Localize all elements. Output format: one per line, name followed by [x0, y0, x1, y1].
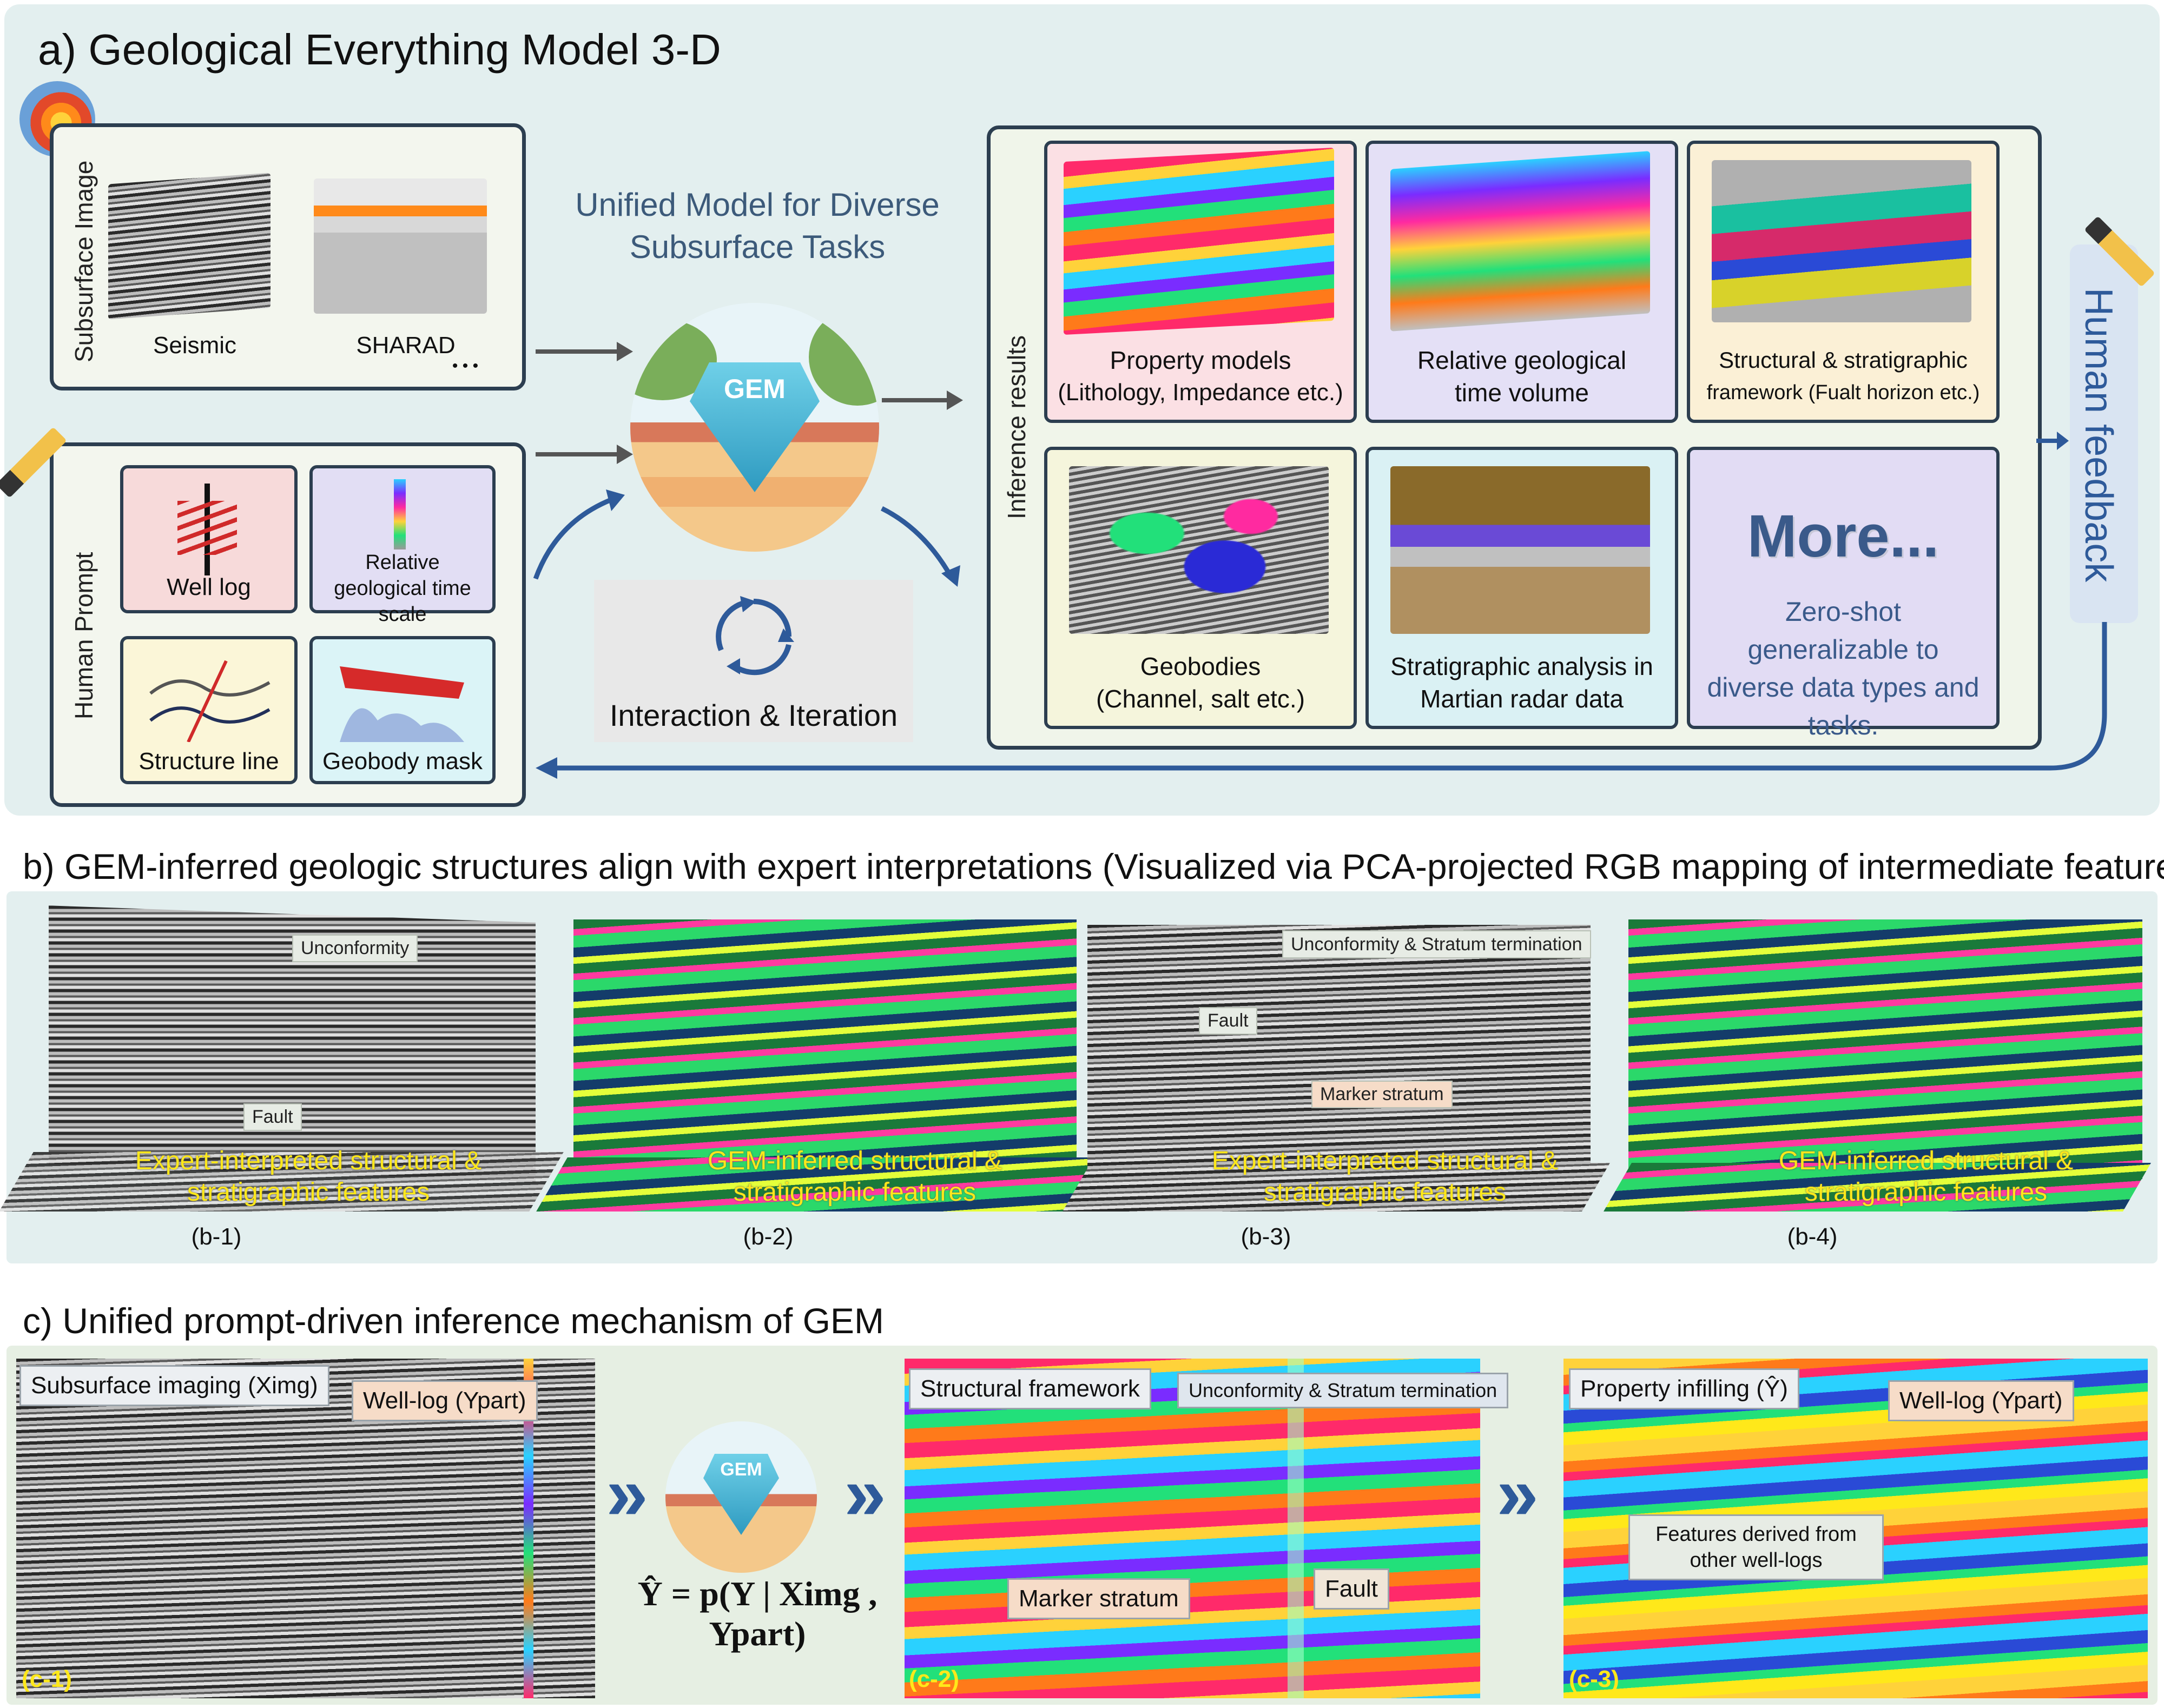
seismic-cube-image: [108, 173, 270, 320]
prompt-label: Geobody mask: [322, 748, 483, 774]
b4-caption: GEM-inferred structural & stratigraphic …: [1778, 1147, 2074, 1207]
result-geobodies[interactable]: Geobodies (Channel, salt etc.): [1044, 447, 1357, 729]
sharad-label: SHARAD: [356, 332, 456, 359]
result-line2: (Channel, salt etc.): [1096, 685, 1305, 713]
well-log-curve-icon: [177, 501, 237, 555]
c2-structural-image: [905, 1359, 1480, 1698]
seismic-label: Seismic: [153, 332, 237, 359]
b3-unconformity-tag: Unconformity & Stratum termination: [1282, 930, 1591, 958]
chevron-icon: »: [1496, 1451, 1539, 1535]
prompt-well-log[interactable]: Well log: [120, 465, 298, 613]
gem-globe-icon: GEM: [630, 303, 879, 552]
result-structural-framework[interactable]: Structural & stratigraphic framework (Fu…: [1687, 141, 2000, 423]
result-line2: framework (Fualt horizon etc.): [1706, 381, 1980, 404]
b1-unconformity-tag: Unconformity: [292, 935, 418, 962]
prompt-label: Structure line: [138, 748, 279, 774]
chevron-icon: »: [844, 1451, 886, 1535]
unified-model-title: Unified Model for Diverse Subsurface Tas…: [575, 187, 940, 265]
c2-marker-stratum-tag: Marker stratum: [1007, 1578, 1190, 1619]
result-relative-time-volume[interactable]: Relative geological time volume: [1365, 141, 1678, 423]
time-scale-icon: [394, 479, 406, 550]
result-line1: Property models: [1110, 346, 1291, 374]
prompt-structure-line[interactable]: Structure line: [120, 636, 298, 784]
b3-marker-stratum-tag: Marker stratum: [1311, 1081, 1453, 1108]
b2-feature-image: [573, 919, 1077, 1174]
chevron-icon: »: [606, 1451, 648, 1535]
b3-fault-tag: Fault: [1199, 1007, 1257, 1035]
result-line1: Stratigraphic analysis in: [1390, 652, 1653, 680]
geobody-mask-icon: [340, 666, 464, 742]
subsurface-image-label: Subsurface Image: [70, 160, 98, 362]
more-title: More...: [1747, 503, 1939, 570]
results-to-feedback-arrow: [2036, 432, 2069, 450]
prompt-label: Well log: [167, 574, 251, 600]
gem-output-arrow: [882, 390, 963, 410]
more-dots: • • •: [452, 357, 479, 375]
panel-b-title: b) GEM-inferred geologic structures alig…: [23, 846, 2164, 886]
result-property-models[interactable]: Property models (Lithology, Impedance et…: [1044, 141, 1357, 423]
b4-feature-image: [1628, 919, 2142, 1179]
panel-c-title: c) Unified prompt-driven inference mecha…: [23, 1301, 884, 1341]
equation: Ŷ = p(Y | Ximg , Ypart): [637, 1574, 878, 1653]
c1-well-log-tag: Well-log (Ypart): [352, 1380, 538, 1421]
result-line2: Martian radar data: [1420, 685, 1624, 713]
prompt-geobody-mask[interactable]: Geobody mask: [309, 636, 496, 784]
c2-unconformity-tag: Unconformity & Stratum termination: [1177, 1373, 1509, 1408]
c2-title: Structural framework: [909, 1368, 1151, 1409]
feedback-loop-arrow: [536, 622, 2107, 779]
relative-time-volume-image: [1390, 151, 1650, 332]
human-feedback-box[interactable]: [2070, 244, 2138, 623]
b2-id: (b-2): [743, 1223, 794, 1250]
c2-fault-zone: [1288, 1359, 1304, 1698]
b1-caption: Expert-interpreted structural & stratigr…: [135, 1147, 482, 1207]
interaction-label: Interaction & Iteration: [609, 698, 898, 732]
structural-framework-image: [1712, 160, 1971, 322]
c1-title: Subsurface imaging (Ximg): [19, 1365, 329, 1406]
gem-label: GEM: [720, 1459, 762, 1480]
b2-caption: GEM-inferred structural & stratigraphic …: [707, 1147, 1002, 1207]
more-description: Zero-shot generalizable to diverse data …: [1707, 597, 1980, 740]
result-line1: Structural & stratigraphic: [1719, 347, 1968, 373]
input-arrows: [536, 342, 633, 464]
panel-a-title: a) Geological Everything Model 3-D: [38, 25, 721, 74]
result-more[interactable]: More... Zero-shot generalizable to diver…: [1687, 447, 2000, 740]
c1-id: (c-1): [22, 1666, 72, 1692]
human-feedback-label: Human feedback: [2077, 288, 2120, 582]
human-prompt-label: Human Prompt: [70, 552, 98, 719]
cycle-icon: [716, 596, 794, 676]
c1-well-log-bar: [524, 1359, 533, 1698]
c2-id: (c-2): [909, 1666, 959, 1692]
gem-globe-small-icon: GEM: [665, 1421, 817, 1573]
b3-seismic-image: [1087, 925, 1591, 1179]
c3-well-log-tag: Well-log (Ypart): [1888, 1380, 2074, 1421]
inference-results-label: Inference results: [1002, 335, 1031, 519]
prompt-to-gem-arrow: [533, 489, 625, 580]
gem-label: GEM: [724, 374, 786, 404]
property-models-image: [1064, 147, 1334, 335]
sharad-image: [314, 178, 487, 314]
result-line1: Geobodies: [1140, 652, 1261, 680]
martian-radar-image: [1390, 466, 1650, 634]
b3-id: (b-3): [1241, 1223, 1291, 1250]
interaction-box: Interaction & Iteration: [594, 580, 913, 742]
result-line2: (Lithology, Impedance etc.): [1058, 379, 1343, 406]
prompt-label: Relative geological time scale: [334, 551, 471, 626]
b1-id: (b-1): [191, 1223, 242, 1250]
geobodies-image: [1069, 466, 1329, 634]
c3-id: (c-3): [1569, 1666, 1619, 1692]
c2-fault-tag: Fault: [1314, 1568, 1389, 1610]
structure-line-icon: [149, 660, 270, 742]
b1-fault-tag: Fault: [243, 1103, 302, 1131]
result-line1: Relative geological: [1417, 346, 1627, 374]
b3-caption: Expert-interpreted structural & stratigr…: [1211, 1147, 1559, 1207]
gem-to-results-arrow: [880, 506, 960, 587]
result-line2: time volume: [1455, 379, 1589, 407]
c3-title: Property infilling (Ŷ): [1569, 1368, 1799, 1409]
result-martian-radar[interactable]: Stratigraphic analysis in Martian radar …: [1365, 447, 1678, 729]
b4-id: (b-4): [1787, 1223, 1838, 1250]
prompt-relative-geological-time[interactable]: Relative geological time scale: [309, 465, 496, 626]
c3-features-tag: Features derived from other well-logs: [1628, 1514, 1884, 1580]
